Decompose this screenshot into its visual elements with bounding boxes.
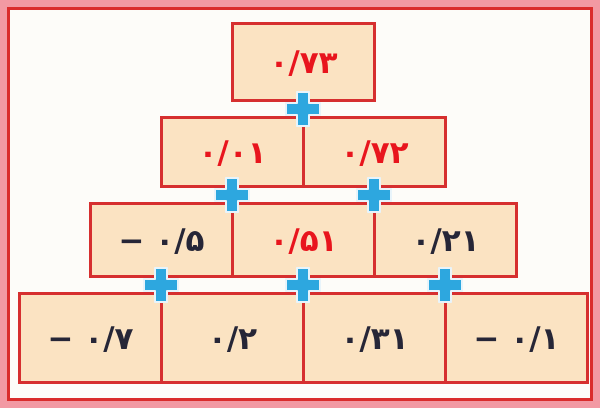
plus-icon: [283, 89, 323, 129]
cell-value: ۰/۲۱: [411, 222, 480, 259]
plus-icon: [212, 175, 252, 215]
pyramid-cell-r3c2: ۰/۵۱: [231, 202, 376, 278]
cell-value: − ۰/۷: [47, 320, 134, 357]
pyramid-cell-r4c4: − ۰/۱: [444, 292, 589, 384]
pyramid-canvas: ۰/۷۳ ۰/۰۱ ۰/۷۲ − ۰/۵ ۰/۵۱ ۰/۲۱ − ۰/۷ ۰/۲…: [7, 7, 593, 401]
pyramid-cell-r4c1: − ۰/۷: [18, 292, 163, 384]
plus-icon: [141, 265, 181, 305]
cell-value: − ۰/۱: [473, 320, 560, 357]
cell-value: ۰/۳۱: [340, 320, 409, 357]
cell-value: ۰/۷۲: [340, 134, 409, 171]
plus-icon: [354, 175, 394, 215]
pyramid-cell-r1c1: ۰/۷۳: [231, 22, 376, 102]
pyramid-cell-r4c3: ۰/۳۱: [302, 292, 447, 384]
cell-value: − ۰/۵: [118, 222, 205, 259]
cell-value: ۰/۵۱: [269, 222, 338, 259]
pyramid-cell-r3c1: − ۰/۵: [89, 202, 234, 278]
cell-value: ۰/۷۳: [269, 44, 338, 81]
pyramid-cell-r2c2: ۰/۷۲: [302, 116, 447, 188]
pyramid-cell-r4c2: ۰/۲: [160, 292, 305, 384]
plus-icon: [425, 265, 465, 305]
plus-icon: [283, 265, 323, 305]
cell-value: ۰/۲: [207, 320, 258, 357]
pyramid-cell-r3c3: ۰/۲۱: [373, 202, 518, 278]
cell-value: ۰/۰۱: [198, 134, 267, 171]
